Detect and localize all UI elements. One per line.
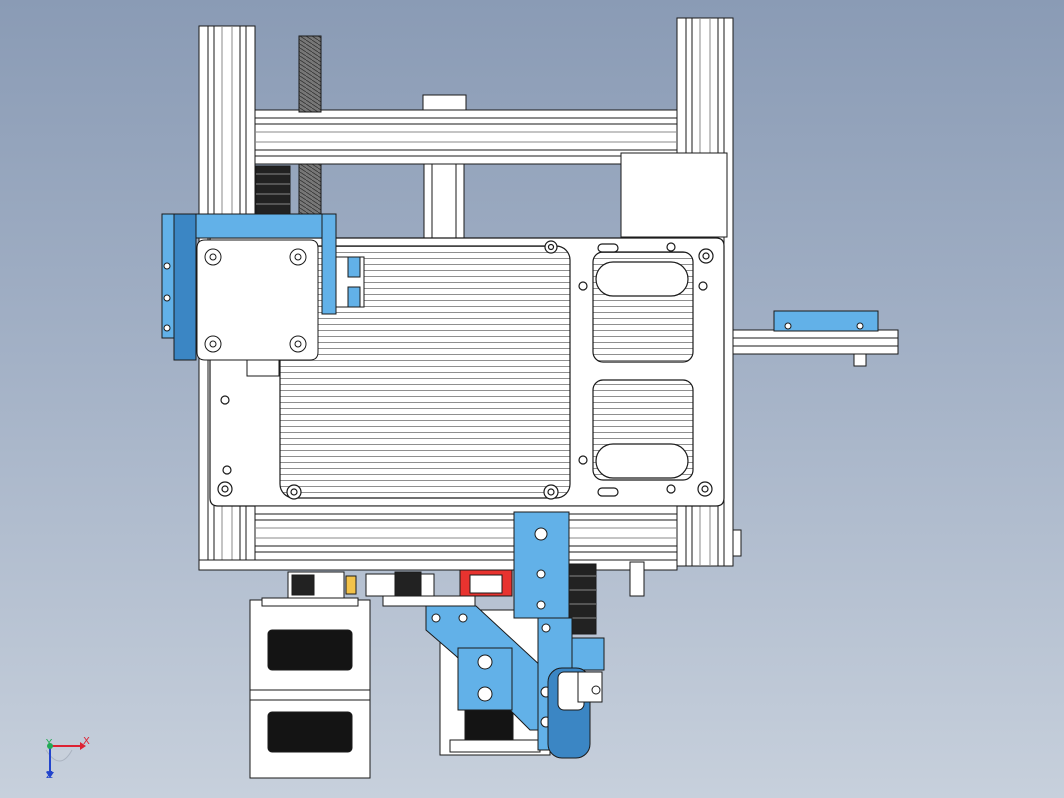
triad-y-label: Y: [46, 738, 53, 749]
extruder-lever: [425, 511, 605, 759]
triad-x-label: X: [83, 736, 90, 747]
belt-pulleys: [287, 569, 513, 607]
guide-rod: [423, 163, 465, 240]
extruder-motors: [249, 597, 371, 779]
z-motor-bracket: [161, 213, 365, 361]
z-spring: [255, 165, 291, 215]
top-right-block: [620, 152, 728, 238]
side-arm: [732, 310, 899, 367]
extruder-spring: [565, 561, 645, 635]
top-crossbar: [254, 94, 678, 165]
coordinate-triad-icon: [45, 742, 86, 778]
lead-screw: [298, 35, 322, 215]
triad-z-label: Z: [46, 770, 53, 781]
z-stepper-motor: [196, 239, 319, 377]
bottom-crossbar: [198, 505, 678, 571]
